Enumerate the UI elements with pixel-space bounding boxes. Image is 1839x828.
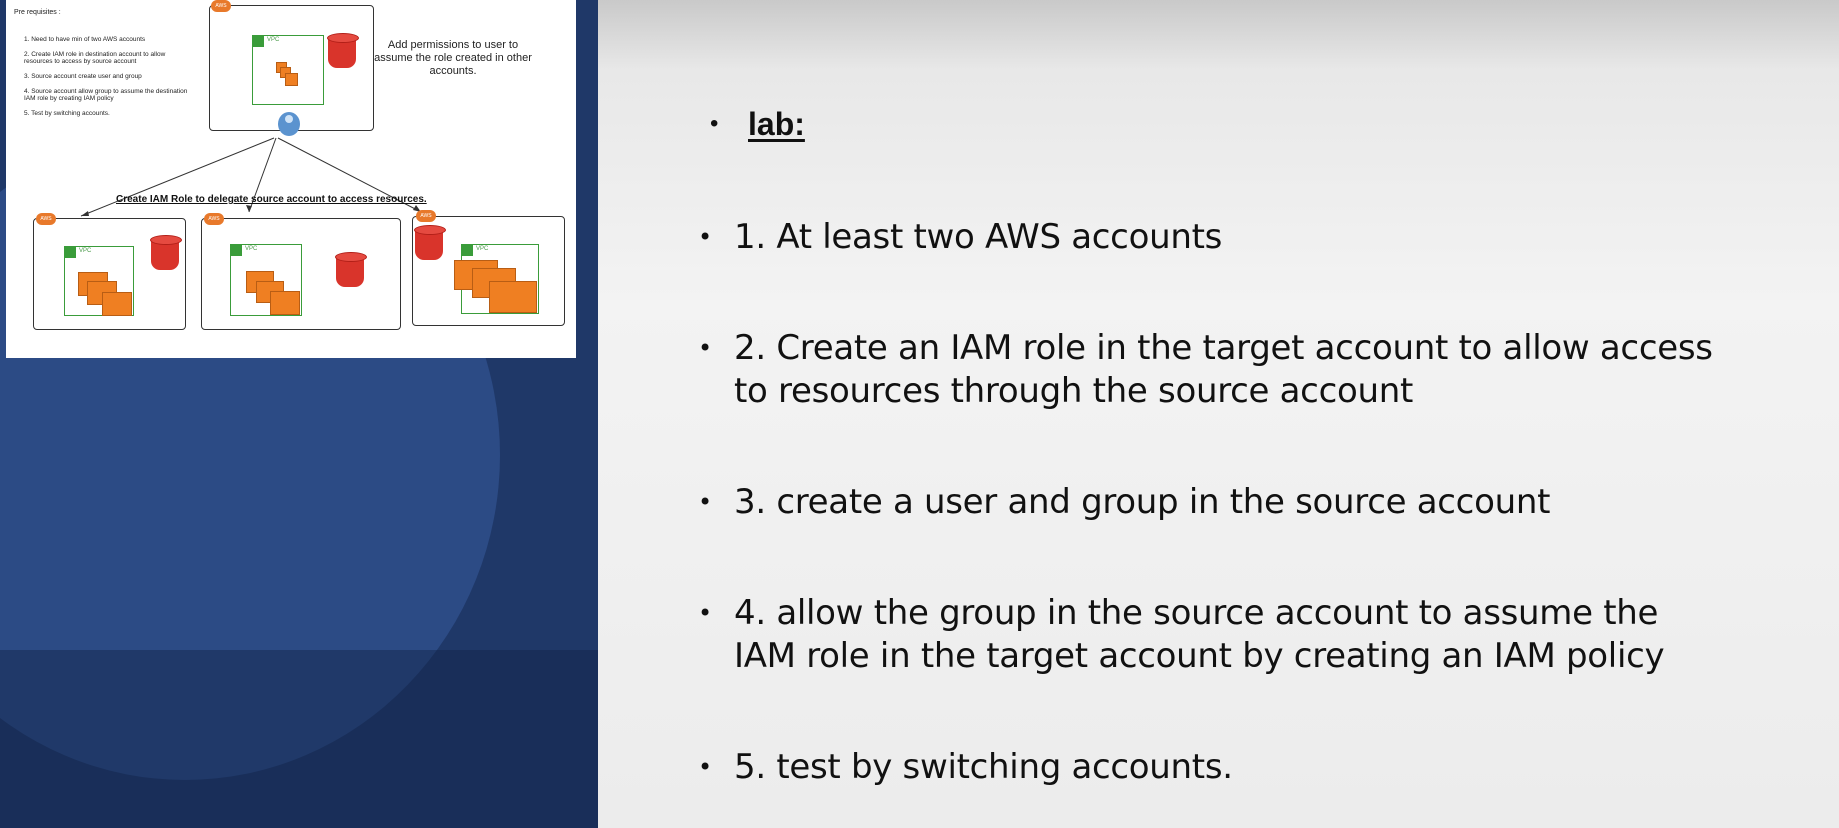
ec2-icon (489, 281, 537, 313)
vpc-label: VPC (245, 246, 258, 252)
prereq-item: 1. Need to have min of two AWS accounts (24, 36, 146, 43)
vpc-icon (231, 245, 242, 256)
list-item-continuation: to resources through the source account (734, 369, 1413, 413)
vpc-label: VPC (476, 246, 489, 252)
slide-heading: lab: (748, 106, 805, 142)
prereq-item: 4. Source account allow group to assume … (24, 88, 188, 102)
s3-bucket-icon (150, 235, 182, 270)
ec2-icon (270, 291, 300, 315)
ec2-icon (102, 292, 132, 316)
vpc-icon (253, 36, 264, 47)
prereq-item: 5. Test by switching accounts. (24, 110, 110, 117)
list-item: • 4. allow the group in the source accoun… (698, 591, 1659, 635)
list-item-continuation: IAM role in the target account by creati… (734, 634, 1665, 678)
delegation-arrows (80, 137, 422, 217)
vpc-box: VPC (64, 246, 134, 316)
s3-bucket-icon (335, 252, 367, 287)
aws-cloud-icon: AWS (204, 213, 224, 225)
list-item-text: 3. create a user and group in the source… (734, 482, 1551, 522)
permissions-note: Add permissions to user to assume the ro… (374, 39, 532, 77)
list-item: • 3. create a user and group in the sourc… (698, 480, 1551, 524)
s3-bucket-icon (327, 33, 359, 68)
prereq-item: 3. Source account create user and group (24, 73, 142, 80)
bullet-icon: • (698, 223, 712, 251)
vpc-label: VPC (267, 37, 280, 43)
list-item-text: to resources through the source account (734, 371, 1413, 411)
prereq-item: 2. Create IAM role in destination accoun… (24, 51, 166, 65)
list-item-text: IAM role in the target account by creati… (734, 636, 1665, 676)
aws-cloud-icon: AWS (36, 213, 56, 225)
source-account-box (209, 5, 374, 131)
iam-role-icon (278, 112, 300, 136)
list-item: • 5. test by switching accounts. (698, 745, 1233, 789)
bullet-icon: • (698, 599, 712, 627)
vpc-label: VPC (79, 248, 92, 254)
list-item: • 1. At least two AWS accounts (698, 215, 1223, 259)
role-label: Create IAM Role to delegate source accou… (116, 194, 427, 205)
vpc-icon (65, 247, 76, 258)
s3-bucket-icon (414, 225, 446, 260)
slide-content: • lab: • 1. At least two AWS accounts • 2.… (598, 0, 1839, 828)
decorative-band (0, 650, 598, 828)
architecture-diagram: Pre requisites : 1. Need to have min of … (6, 0, 576, 358)
aws-cloud-icon: AWS (211, 0, 231, 12)
ec2-icon (285, 73, 298, 86)
list-item-text: 1. At least two AWS accounts (734, 217, 1223, 257)
aws-cloud-icon: AWS (416, 210, 436, 222)
prereq-title: Pre requisites : (14, 9, 61, 16)
bullet-icon: • (698, 488, 712, 516)
vpc-icon (462, 245, 473, 256)
list-item-text: 5. test by switching accounts. (734, 747, 1233, 787)
vpc-box: VPC (230, 244, 302, 316)
bullet-icon: • (698, 334, 712, 362)
list-item-text: 2. Create an IAM role in the target acco… (734, 328, 1713, 368)
prereq-list: 1. Need to have min of two AWS accounts … (24, 36, 194, 125)
list-item-text: 4. allow the group in the source account… (734, 593, 1659, 633)
bullet-icon: • (710, 110, 719, 137)
list-item: • 2. Create an IAM role in the target acc… (698, 326, 1713, 370)
vpc-box: VPC (252, 35, 324, 105)
bullet-icon: • (698, 753, 712, 781)
